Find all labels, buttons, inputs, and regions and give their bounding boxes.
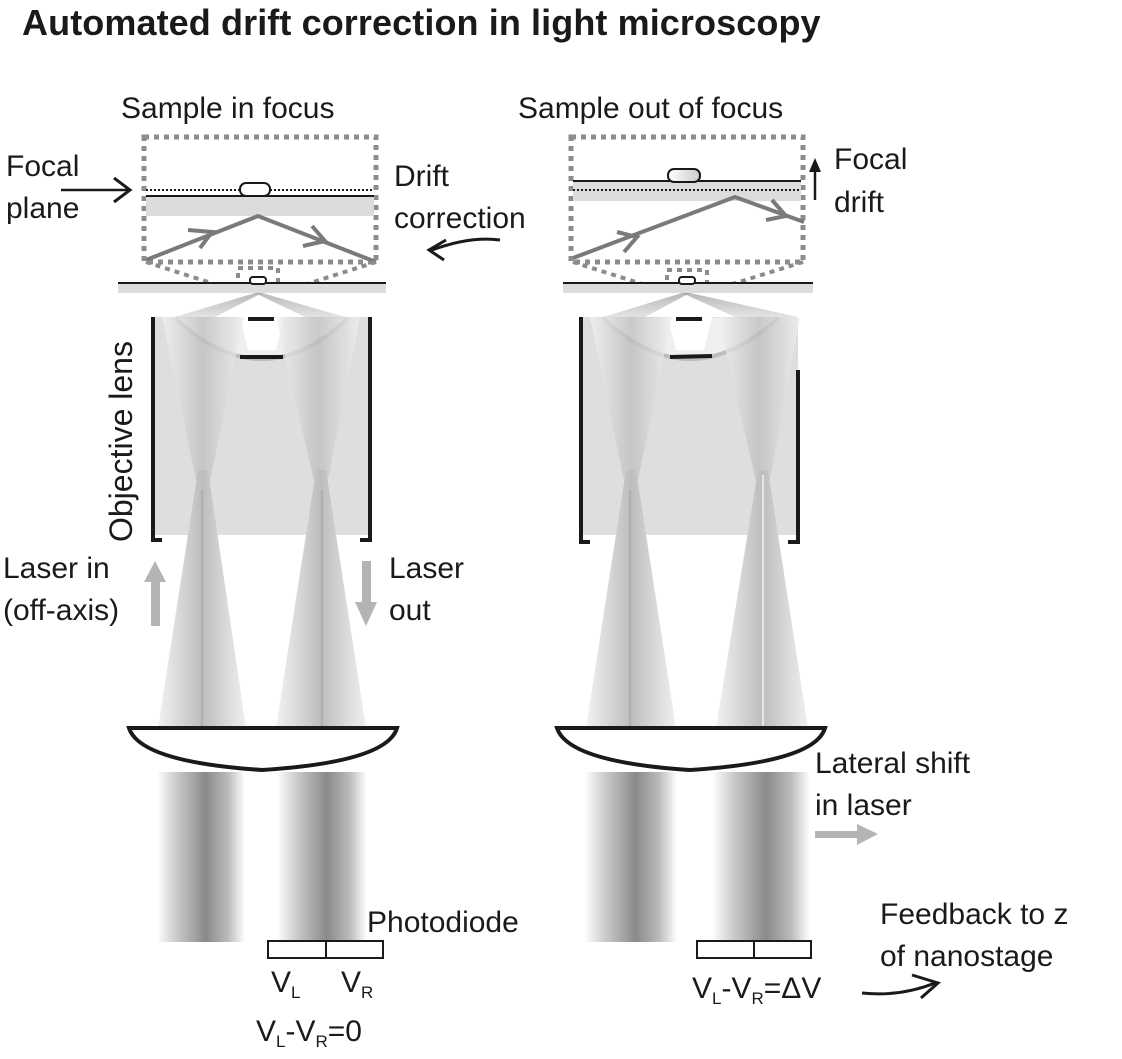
photodiode-left-segment <box>267 940 327 959</box>
photodiode-left-segment <box>696 940 755 959</box>
diagram-title: Automated drift correction in light micr… <box>22 2 821 43</box>
laser-path <box>572 194 805 260</box>
drift-correction-arrow <box>426 237 501 262</box>
laser-out-arrow <box>355 561 377 626</box>
sample-bead-small <box>249 276 267 285</box>
tube-lens <box>126 726 400 773</box>
collimated-beam-right <box>712 772 810 942</box>
lateral-shift-label-line2: in laser <box>815 789 912 822</box>
vr-label: VR <box>341 966 374 1002</box>
lateral-shift-arrow <box>815 824 878 845</box>
focal-drift-label-line1: Focal <box>834 143 908 176</box>
vl-label: VL <box>271 966 301 1002</box>
focal-plane-label-line1: Focal <box>6 150 80 183</box>
drift-correction-label-line1: Drift <box>394 160 449 193</box>
coverslip <box>118 283 386 293</box>
objective-lens-label: Objective lens <box>103 341 139 542</box>
coverslip <box>563 283 813 293</box>
sample-bead <box>239 182 271 197</box>
focal-drift-arrow <box>809 158 821 200</box>
right-instrument <box>554 134 941 1000</box>
objective-left-wall <box>579 317 590 544</box>
inset-dashed-frame <box>568 134 806 265</box>
collimated-beam-right <box>277 772 367 942</box>
photodiode-right-segment <box>753 940 812 959</box>
beam-fan <box>175 293 262 317</box>
beam-cone-in <box>162 317 244 490</box>
beam-cone-out <box>276 317 360 490</box>
beam-cone-lower-in <box>586 470 676 728</box>
feedback-label-line2: of nanostage <box>880 940 1054 973</box>
feedback-label-line1: Feedback to z <box>880 898 1069 931</box>
heading-sample-out-of-focus: Sample out of focus <box>518 92 784 125</box>
lens-aperture <box>668 300 712 350</box>
collimated-beam-left <box>157 772 245 942</box>
beam-cone-lower-out <box>276 470 366 728</box>
beam-cone-lower-out <box>716 470 808 728</box>
beam-fan <box>603 293 690 317</box>
objective-left-wall <box>151 317 162 542</box>
sample-bead-small <box>678 276 696 285</box>
right-equation: VL-VR=ΔV <box>692 972 822 1008</box>
laser-arrowhead <box>302 224 329 248</box>
objective-right-wall <box>360 317 372 542</box>
left-inset-box <box>141 134 379 293</box>
lens-aperture <box>240 300 284 350</box>
right-inset-box <box>568 134 806 293</box>
heading-sample-in-focus: Sample in focus <box>121 92 335 125</box>
feedback-arrow <box>861 973 941 1000</box>
laser-in-label-line2: (off-axis) <box>3 594 120 627</box>
tube-lens <box>554 726 828 773</box>
photodiode-right-segment <box>325 940 384 959</box>
focal-plane-label-line2: plane <box>6 192 80 225</box>
laser-path <box>145 213 377 264</box>
inset-dashed-frame <box>141 134 379 265</box>
objective-right-wall <box>788 370 800 544</box>
beam-cone-in <box>590 317 672 490</box>
laser-in-label-line1: Laser in <box>3 552 110 585</box>
laser-in-arrow <box>144 561 166 626</box>
lateral-shift-label-line1: Lateral shift <box>815 747 971 780</box>
laser-out-label-line1: Laser <box>389 552 465 585</box>
sample-bead <box>667 168 701 183</box>
coverslip-band <box>146 196 374 216</box>
laser-arrowhead <box>187 228 216 250</box>
beam-fan <box>255 293 345 317</box>
drift-correction-label-line2: correction <box>394 202 526 235</box>
laser-arrowhead <box>616 230 641 254</box>
left-instrument <box>61 134 400 959</box>
laser-out-label-line2: out <box>389 594 431 627</box>
beam-cone-out <box>718 317 800 490</box>
beam-fan <box>682 293 798 317</box>
focal-drift-label-line2: drift <box>834 186 885 219</box>
focal-plane-arrow <box>61 176 133 204</box>
photodiode-label: Photodiode <box>367 906 519 939</box>
aperture-bottom <box>669 354 713 359</box>
collimated-beam-left <box>585 772 677 942</box>
laser-arrowhead <box>765 198 790 222</box>
left-equation: VL-VR=0 <box>256 1015 362 1051</box>
